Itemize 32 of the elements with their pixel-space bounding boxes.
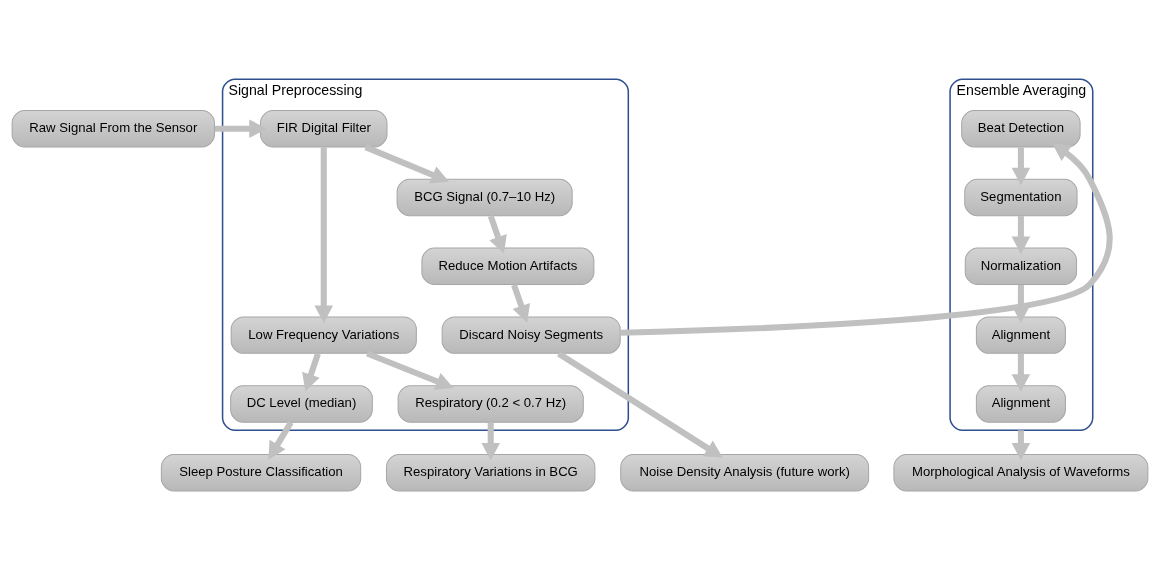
arrow [364,143,450,184]
arrow [214,118,267,138]
node-box: Morphological Analysis of Waveforms [893,453,1149,491]
node-box: Reduce Motion Artifacts [421,247,595,285]
node-box: Sleep Posture Classification [160,453,362,491]
node-box: Raw Signal From the Sensor [11,109,215,147]
node-box: BCG Signal (0.7–10 Hz) [396,178,573,216]
arrow [1011,353,1031,392]
node-box: Alignment [975,315,1066,354]
node-box: Alignment [975,384,1066,423]
arrow [366,350,454,390]
node-box: FIR Digital Filter [260,109,388,147]
arrow [302,352,321,391]
arrow [1011,284,1031,323]
arrow [1011,215,1031,254]
node-box: Discard Noisy Segments [441,315,621,354]
arrow [511,283,531,323]
node-box: Segmentation [964,178,1078,216]
node-box: Noise Density Analysis (future work) [620,453,870,491]
arrow [557,350,723,458]
arrow [487,214,507,254]
arrow [620,142,1113,336]
node-box: DC Level (median) [230,384,373,423]
node-box: Low Frequency Variations [230,315,417,354]
arrow [1011,146,1031,185]
arrow [314,146,334,323]
node-box: Normalization [964,247,1078,285]
node-box: Respiratory (0.2 < 0.7 Hz) [397,384,584,423]
arrow [481,422,500,461]
arrow [268,420,294,460]
node-box: Respiratory Variations in BCG [386,453,596,491]
node-box: Beat Detection [961,109,1081,147]
